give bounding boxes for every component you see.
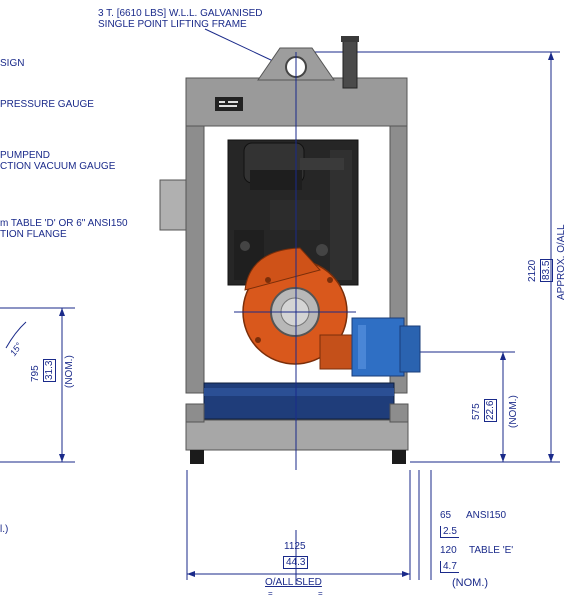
discharge-pipe	[319, 334, 353, 370]
arrow-sh-top	[59, 308, 65, 316]
pumpend-callout: PUMPEND	[0, 150, 51, 161]
angle-arc	[5, 321, 27, 349]
overall-height-mm: 2120	[527, 259, 538, 282]
pressure-gauge-callout: PRESSURE GAUGE	[0, 99, 94, 110]
partial-left-note: l.)	[0, 524, 9, 535]
flange-table-in: 4.7	[440, 561, 459, 573]
table-d-callout: m TABLE 'D' OR 6" ANSI150	[0, 218, 128, 229]
arrow-oh-bottom	[548, 454, 554, 462]
suction-flange-callout: TION FLANGE	[0, 229, 67, 240]
suction-height-note: (NOM.)	[64, 355, 75, 388]
sign-callout: SIGN	[0, 58, 25, 69]
arrow-dh-bottom	[500, 454, 506, 462]
suction-height-in: 31.3	[43, 358, 56, 382]
flange-ansi-in: 2.5	[440, 526, 459, 538]
centerline-symbol-right: =	[318, 589, 323, 598]
exhaust-stack	[342, 37, 358, 89]
centerline-symbol-left: =	[268, 589, 273, 598]
frame-callout-line1: 3 T. [6610 LBS] W.L.L. GALVANISED	[98, 8, 263, 19]
right-foot	[392, 450, 406, 464]
sled-width-mm: 1125	[284, 541, 306, 552]
suction-height-mm: 795	[30, 365, 41, 382]
control-box	[159, 179, 187, 231]
arrow-sh-bottom	[59, 454, 65, 462]
arrow-dh-top	[500, 352, 506, 360]
discharge-height-note: (NOM.)	[508, 395, 519, 428]
sled-rail	[185, 419, 409, 451]
frame-nameplate	[215, 97, 243, 111]
flange-ansi-label: ANSI150	[466, 510, 507, 521]
arrow-oh-top	[548, 52, 554, 60]
frame-callout-line2: SINGLE POINT LIFTING FRAME	[98, 19, 247, 30]
arrow-sw-right	[402, 571, 410, 577]
discharge-height-in: 22.6	[484, 398, 497, 422]
sled-width-in: 44.3	[283, 556, 309, 569]
flange-table-label: TABLE 'E'	[469, 545, 514, 556]
flange-table-mm: 120	[440, 545, 457, 556]
overall-height-note: APPROX. O/ALL	[556, 224, 567, 300]
vacuum-gauge-callout: CTION VACUUM GAUGE	[0, 161, 116, 172]
overall-height-in: 83.5	[540, 258, 553, 282]
left-foot	[190, 450, 204, 464]
sled-width-note: O/ALL SLED	[265, 577, 322, 588]
discharge-height-mm: 575	[471, 403, 482, 420]
flange-ansi-mm: 65	[440, 510, 452, 521]
flange-table-note: (NOM.)	[452, 577, 489, 589]
arrow-sw-left	[187, 571, 195, 577]
